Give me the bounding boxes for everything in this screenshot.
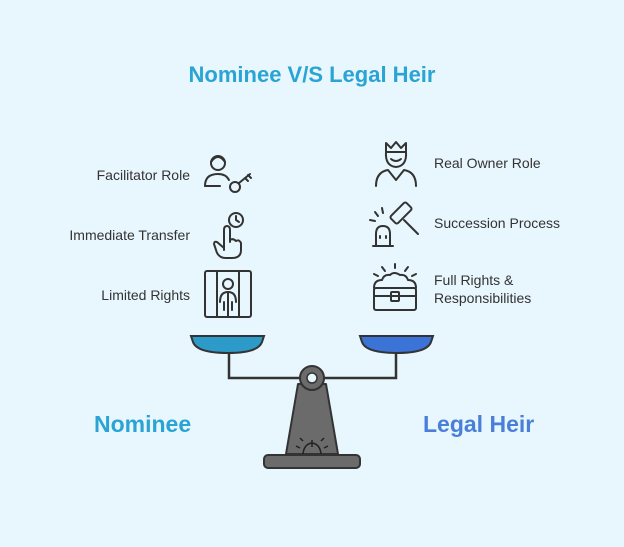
nominee-label: Nominee [94,411,192,437]
treasure-chest-icon [373,263,417,311]
full-rights-label: Full Rights & [434,272,514,288]
facilitator-role-label: Facilitator Role [96,167,190,183]
dial-icon [295,437,329,455]
real-owner-role-label: Real Owner Role [434,155,541,171]
legal-heir-pan [358,335,435,355]
person-key-icon [204,155,252,193]
prisoner-icon [204,270,252,318]
nominee-pan [189,335,266,355]
gavel-icon [369,201,419,247]
crowned-person-icon [375,141,417,187]
responsibilities-label: Responsibilities [434,290,532,306]
scale-base [263,454,361,469]
immediate-transfer-label: Immediate Transfer [69,227,190,243]
page-title: Nominee V/S Legal Heir [188,62,436,87]
succession-process-label: Succession Process [434,215,561,231]
legal-heir-label: Legal Heir [423,411,535,437]
hand-clock-icon [213,212,244,259]
limited-rights-label: Limited Rights [101,287,190,303]
